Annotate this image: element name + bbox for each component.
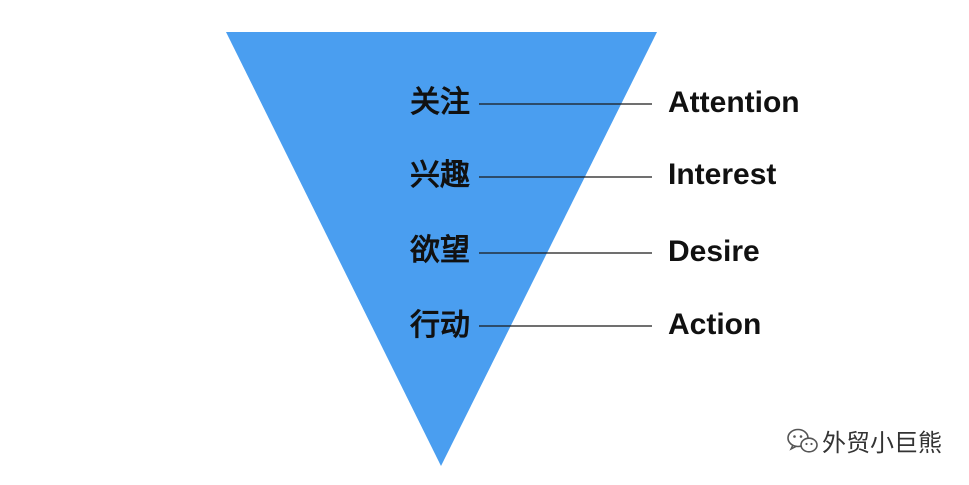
stage-label-cn: 行动 <box>409 308 470 343</box>
watermark: 外贸小巨熊 <box>787 428 942 457</box>
watermark-text: 外贸小巨熊 <box>822 429 942 457</box>
stage-label-en: Attention <box>668 86 800 119</box>
funnel-stage-attention: 关注 Attention <box>410 85 800 120</box>
stage-label-cn: 欲望 <box>409 233 470 268</box>
funnel-stage-action: 行动 Action <box>409 308 761 343</box>
stage-label-en: Desire <box>668 235 760 268</box>
funnel-triangle <box>226 32 657 466</box>
wechat-icon <box>787 428 818 453</box>
stage-label-cn: 关注 <box>410 85 470 120</box>
stage-label-cn: 兴趣 <box>410 158 470 193</box>
funnel-stage-interest: 兴趣 Interest <box>410 158 776 193</box>
stage-label-en: Action <box>668 308 761 341</box>
stage-label-en: Interest <box>668 158 776 191</box>
funnel-stage-desire: 欲望 Desire <box>409 233 760 268</box>
